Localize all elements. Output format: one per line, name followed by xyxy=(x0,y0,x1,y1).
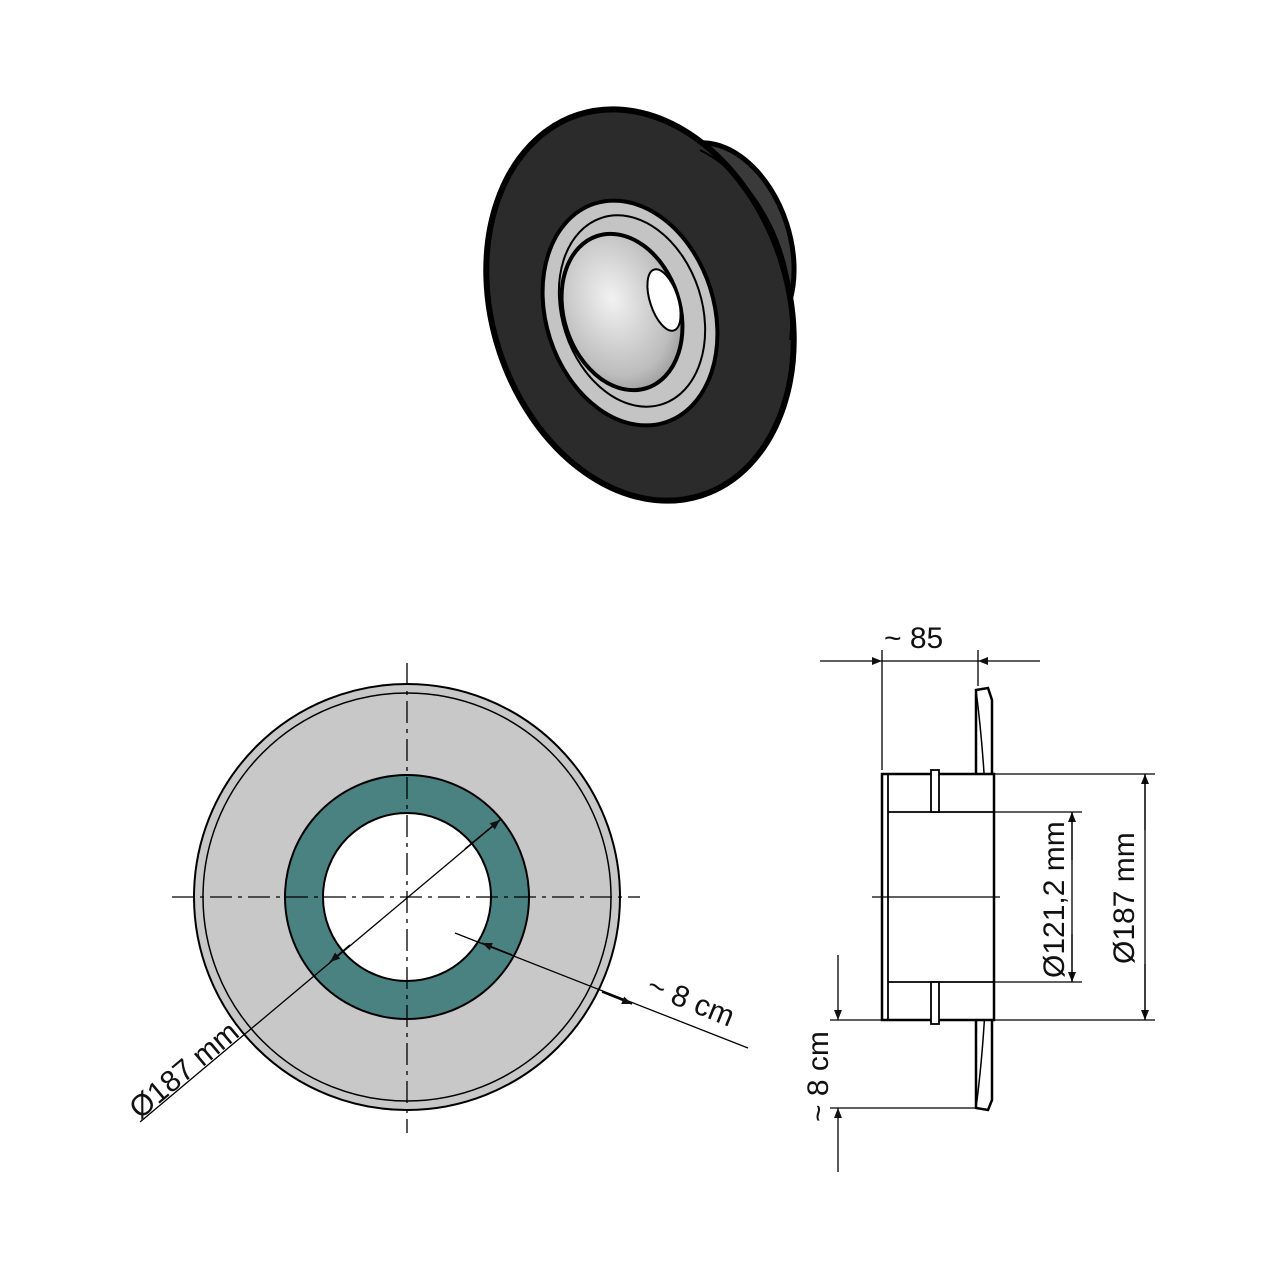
side-outer-diameter-label: Ø187 mm xyxy=(1108,832,1141,964)
front-ring-label: ~ 8 cm xyxy=(642,969,739,1034)
side-depth-label: ~ 85 xyxy=(884,622,943,655)
side-dimensions xyxy=(820,650,1155,1172)
isometric-view xyxy=(483,106,797,504)
side-inner-diameter-label: Ø121,2 mm xyxy=(1038,821,1071,978)
front-view: Ø187 mm ~ 8 cm xyxy=(123,663,749,1133)
front-diameter-label: Ø187 mm xyxy=(123,1015,245,1125)
side-view xyxy=(872,686,1000,1112)
side-ring-label: ~ 8 cm xyxy=(802,1031,835,1122)
